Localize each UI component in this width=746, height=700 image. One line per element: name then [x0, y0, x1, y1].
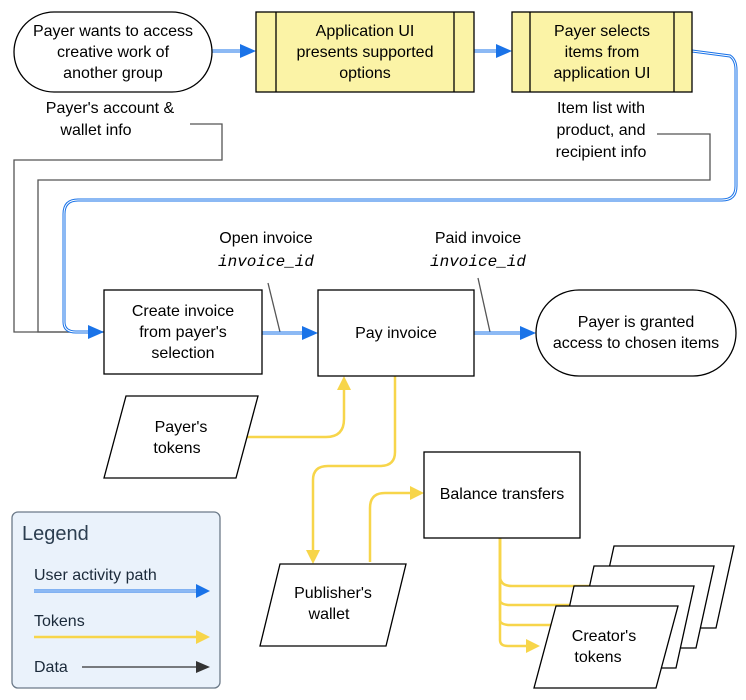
node-payer-wants: Payer wants to access creative work of a… [13, 11, 213, 93]
label-account-wallet: Payer's account & wallet info [30, 96, 190, 140]
payer-selects-line-2: items from [565, 44, 640, 61]
account-wallet-line-1: Payer's account & [46, 100, 175, 117]
create-invoice-line-1: Create invoice [132, 303, 234, 320]
creators-tokens-line-2: tokens [574, 649, 621, 666]
account-wallet-line-2: wallet info [59, 122, 131, 139]
node-balance-transfers: Balance transfers [423, 451, 581, 539]
node-payer-granted: Payer is granted access to chosen items [535, 289, 737, 377]
node-payer-selects: Payer selects items from application UI [511, 11, 693, 93]
payer-selects-line-1: Payer selects [554, 23, 650, 40]
payer-selects-line-3: application UI [554, 65, 651, 82]
paid-invoice-id: invoice_id [430, 253, 526, 271]
publishers-wallet-line-1: Publisher's [294, 585, 372, 602]
creators-tokens-line-1: Creator's [572, 628, 636, 645]
paid-invoice-text: Paid invoice [435, 230, 521, 247]
app-ui-line-1: Application UI [316, 23, 415, 40]
payers-tokens-line-2: tokens [153, 440, 200, 457]
node-create-invoice: Create invoice from payer's selection [103, 289, 263, 375]
payers-tokens-line-1: Payer's [155, 419, 208, 436]
legend-user-activity-label: User activity path [34, 567, 157, 584]
legend-title: Legend [22, 523, 89, 545]
open-invoice-text: Open invoice [219, 230, 312, 247]
label-open-invoice: Open invoice invoice_id [218, 230, 314, 271]
legend-tokens-label: Tokens [34, 613, 85, 630]
app-ui-line-3: options [339, 65, 391, 82]
legend: Legend User activity path Tokens Data [11, 511, 221, 689]
user-activity-arrowheads [88, 44, 536, 340]
app-ui-line-2: presents supported [297, 44, 434, 61]
create-invoice-line-2: from payer's [139, 324, 227, 341]
create-invoice-line-3: selection [151, 345, 214, 362]
label-paid-invoice: Paid invoice invoice_id [430, 230, 526, 271]
pay-invoice-label: Pay invoice [355, 325, 437, 342]
node-payers-tokens: Payer's tokens [103, 395, 259, 479]
node-creators-tokens-stack: Creator's tokens [533, 545, 735, 689]
payer-granted-line-2: access to chosen items [553, 335, 719, 352]
data-connectors [13, 123, 711, 333]
payer-wants-line-2: creative work of [57, 44, 170, 61]
legend-data-label: Data [34, 659, 68, 676]
balance-transfers-label: Balance transfers [440, 486, 565, 503]
legend-tokens-arrowhead [196, 630, 210, 644]
payer-wants-line-1: Payer wants to access [33, 23, 193, 40]
node-publishers-wallet: Publisher's wallet [259, 563, 407, 647]
token-arrowheads [306, 376, 540, 653]
node-pay-invoice: Pay invoice [317, 289, 475, 377]
publishers-wallet-line-2: wallet [308, 606, 350, 623]
payer-wants-line-3: another group [63, 65, 163, 82]
item-list-line-2: product, and [557, 122, 646, 139]
open-invoice-id: invoice_id [218, 253, 314, 271]
legend-data-arrowhead [196, 661, 210, 673]
item-list-line-1: Item list with [557, 100, 645, 117]
item-list-line-3: recipient info [556, 144, 647, 161]
node-application-ui: Application UI presents supported option… [255, 11, 475, 93]
token-connectors [246, 376, 600, 648]
creators-tokens-layer-1 [533, 605, 679, 689]
payer-granted-line-1: Payer is granted [578, 314, 695, 331]
label-item-list: Item list with product, and recipient in… [545, 96, 657, 162]
legend-user-activity-arrowhead [196, 584, 210, 598]
